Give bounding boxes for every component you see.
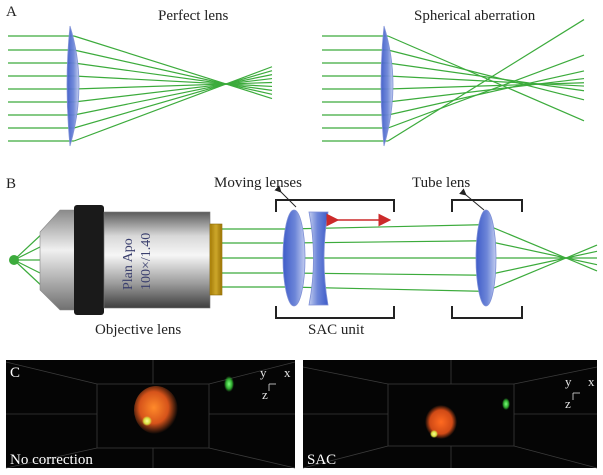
sac-bracket-bottom bbox=[275, 306, 395, 319]
yellow-bead-sac bbox=[430, 430, 438, 438]
specimen-rays bbox=[13, 231, 45, 289]
tube-lens-label: Tube lens bbox=[412, 175, 470, 191]
objective-body bbox=[103, 211, 211, 309]
green-bead-sac bbox=[502, 398, 510, 410]
objective-model-text: Plan Apo bbox=[121, 238, 136, 290]
objective-na-text: 100×/1.40 bbox=[139, 233, 154, 290]
refracted-ray bbox=[387, 19, 585, 142]
panel-c-right: y x z SAC bbox=[302, 360, 598, 469]
spherical-aberration-rays bbox=[322, 19, 585, 142]
axis-y-left: y bbox=[260, 365, 267, 380]
diverging-ray bbox=[565, 257, 598, 266]
panel-b-label: B bbox=[6, 176, 16, 192]
refracted-ray bbox=[73, 81, 273, 90]
orange-bead-sac bbox=[425, 405, 457, 439]
specimen-ray bbox=[13, 259, 45, 276]
refracted-ray bbox=[73, 66, 273, 142]
converging-ray bbox=[485, 224, 567, 259]
refracted-ray bbox=[387, 70, 585, 116]
converging-ray bbox=[485, 257, 567, 276]
axis-z-left: z bbox=[262, 387, 268, 402]
sac-caption: SAC bbox=[307, 452, 336, 468]
refracted-ray bbox=[73, 74, 273, 116]
specimen-ray bbox=[13, 231, 45, 261]
moving-biconvex-lens bbox=[282, 209, 306, 307]
refracted-ray bbox=[73, 75, 273, 88]
specimen-ray bbox=[13, 244, 45, 261]
perfect-lens bbox=[66, 25, 80, 147]
refracted-ray bbox=[387, 75, 585, 87]
panel-c-label: C bbox=[10, 365, 20, 381]
sac-unit-label: SAC unit bbox=[308, 322, 365, 338]
yellow-bead bbox=[142, 416, 152, 426]
objective-lens: Plan Apo 100×/1.40 bbox=[39, 205, 223, 315]
tube-lens-leader bbox=[459, 188, 485, 211]
refracted-ray bbox=[387, 62, 585, 92]
refracted-ray bbox=[73, 62, 273, 91]
diverging-ray bbox=[565, 257, 598, 272]
no-correction-caption: No correction bbox=[10, 452, 93, 468]
moving-concave-lens bbox=[308, 211, 329, 306]
perfect-lens-rays bbox=[8, 35, 273, 142]
spherical-aberration-title: Spherical aberration bbox=[414, 8, 536, 24]
moving-lenses-label: Moving lenses bbox=[214, 175, 302, 191]
refracted-ray bbox=[73, 70, 273, 129]
refracted-ray bbox=[73, 49, 273, 95]
refracted-ray bbox=[387, 35, 585, 122]
perfect-lens-title: Perfect lens bbox=[158, 8, 229, 24]
aberrated-lens bbox=[380, 25, 394, 147]
refracted-ray bbox=[73, 77, 273, 103]
sac-bracket-top bbox=[275, 199, 395, 212]
green-bead bbox=[224, 376, 234, 392]
main-beam-rays bbox=[222, 224, 598, 292]
tube-bracket-top bbox=[451, 199, 523, 212]
specimen-point bbox=[9, 255, 19, 265]
axis-x-right: x bbox=[588, 374, 595, 389]
orange-bead bbox=[134, 386, 178, 434]
panel-a-label: A bbox=[6, 4, 17, 20]
axis-x-left: x bbox=[284, 365, 291, 380]
axis-y-right: y bbox=[565, 374, 572, 389]
diverging-ray bbox=[565, 250, 598, 259]
refracted-ray bbox=[73, 35, 273, 100]
diverging-ray bbox=[565, 244, 598, 259]
objective-lens-label: Objective lens bbox=[95, 322, 181, 338]
objective-nose bbox=[39, 209, 79, 311]
specimen-ray bbox=[13, 259, 45, 289]
objective-ring bbox=[74, 205, 104, 315]
panel-c-left: y x z C No correction bbox=[5, 360, 296, 469]
refracted-ray bbox=[387, 77, 585, 103]
converging-ray bbox=[485, 240, 567, 259]
refracted-ray bbox=[387, 49, 585, 101]
tube-lens bbox=[475, 209, 497, 307]
converging-ray bbox=[485, 257, 567, 292]
refracted-ray bbox=[387, 82, 585, 90]
tube-bracket-bottom bbox=[451, 306, 523, 319]
refracted-ray bbox=[387, 54, 585, 129]
axis-z-right: z bbox=[565, 396, 571, 411]
